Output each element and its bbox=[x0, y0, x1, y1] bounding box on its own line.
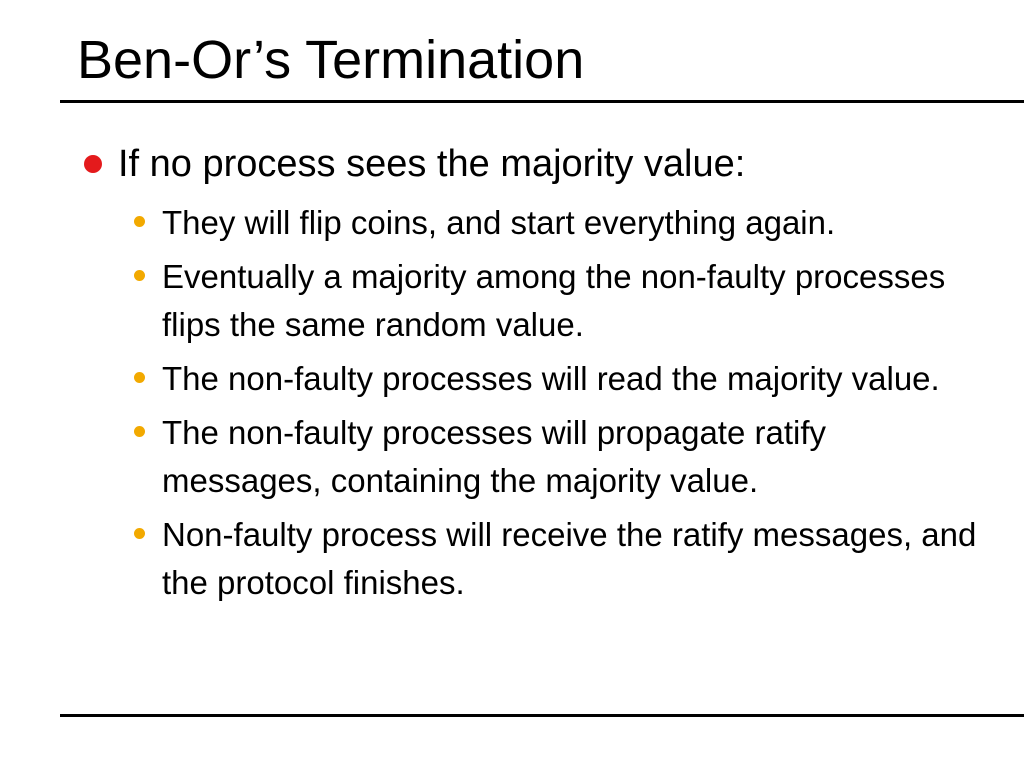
sub-bullet-item: The non-faulty processes will read the m… bbox=[134, 355, 1014, 403]
footer-divider bbox=[60, 714, 1024, 717]
slide-title: Ben-Or’s Termination bbox=[77, 30, 585, 90]
sub-bullet-item: Eventually a majority among the non-faul… bbox=[134, 253, 1014, 349]
orange-bullet-icon bbox=[134, 426, 145, 437]
main-bullet-item: If no process sees the majority value: bbox=[84, 139, 745, 189]
orange-bullet-icon bbox=[134, 270, 145, 281]
orange-bullet-icon bbox=[134, 372, 145, 383]
orange-bullet-icon bbox=[134, 216, 145, 227]
sub-bullet-text: The non-faulty processes will propagate … bbox=[162, 414, 826, 499]
sub-bullet-item: Non-faulty process will receive the rati… bbox=[134, 511, 1014, 607]
red-bullet-icon bbox=[84, 155, 102, 173]
sub-bullet-text: The non-faulty processes will read the m… bbox=[162, 360, 940, 397]
orange-bullet-icon bbox=[134, 528, 145, 539]
title-divider bbox=[60, 100, 1024, 103]
sub-bullet-item: The non-faulty processes will propagate … bbox=[134, 409, 1014, 505]
sub-bullet-text: They will flip coins, and start everythi… bbox=[162, 204, 836, 241]
sub-bullet-text: Eventually a majority among the non-faul… bbox=[162, 258, 946, 343]
main-bullet-text: If no process sees the majority value: bbox=[118, 143, 746, 185]
sub-bullet-list: They will flip coins, and start everythi… bbox=[134, 199, 1014, 613]
sub-bullet-text: Non-faulty process will receive the rati… bbox=[162, 516, 977, 601]
sub-bullet-item: They will flip coins, and start everythi… bbox=[134, 199, 1014, 247]
